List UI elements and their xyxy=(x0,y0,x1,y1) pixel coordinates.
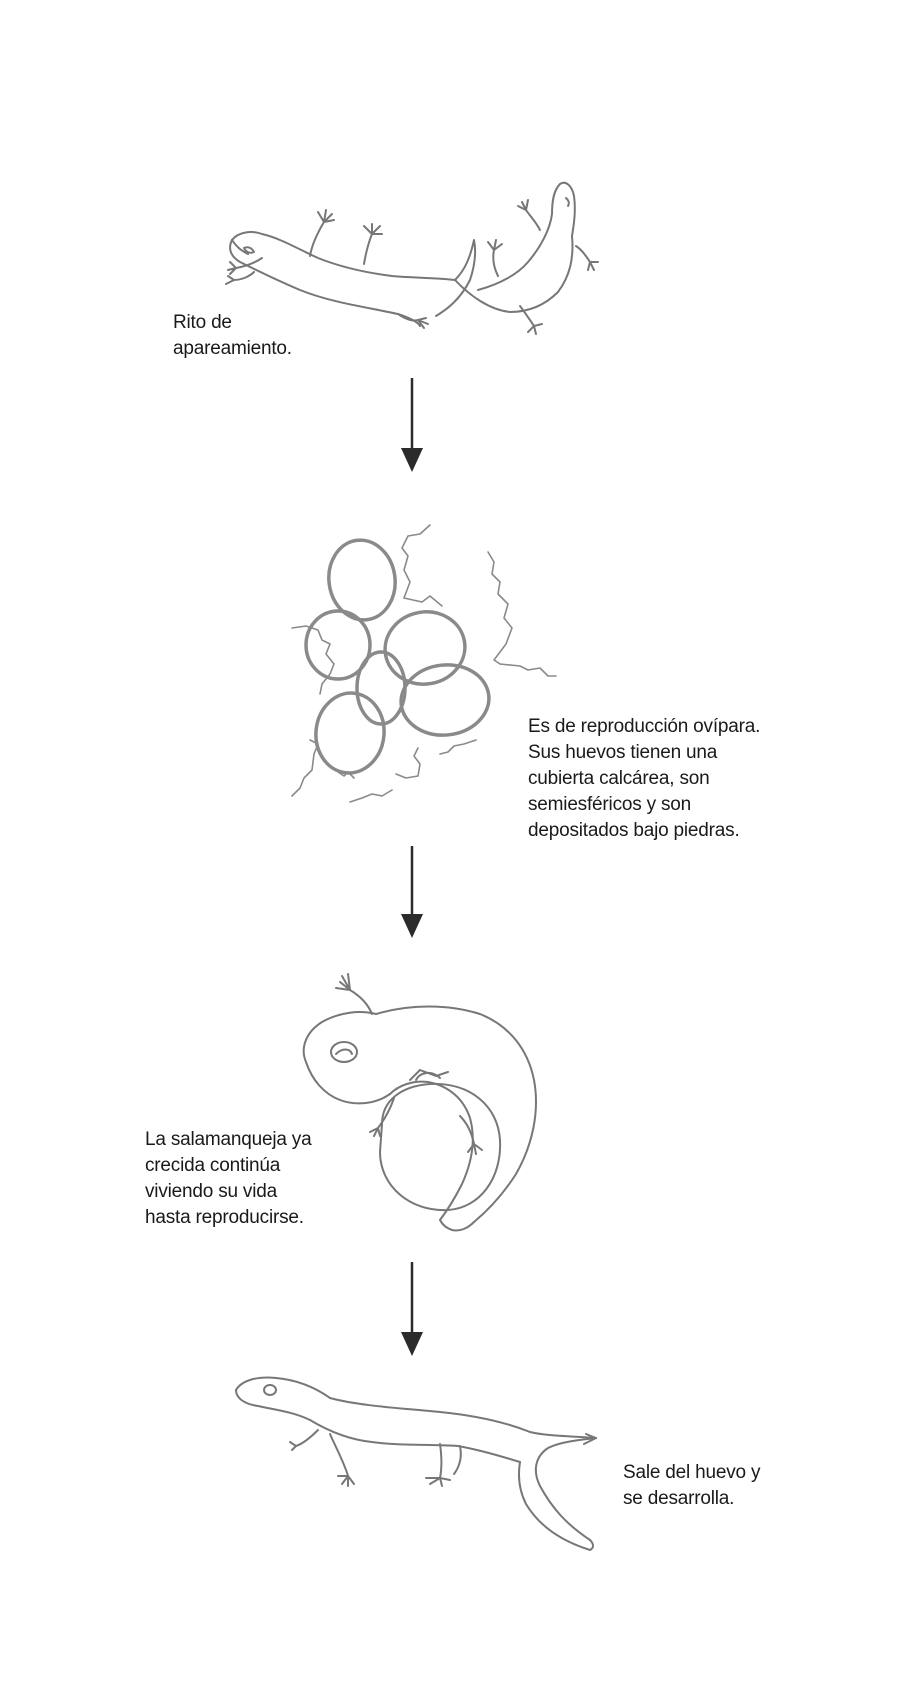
hatchling-gecko-icon xyxy=(235,1376,597,1551)
stage-mating-label: Rito de apareamiento. xyxy=(173,312,292,359)
stage-eggs-label: Es de reproducción ovípara. Sus huevos t… xyxy=(528,716,761,841)
stage-hatchling-label: Sale del huevo y se desarrolla. xyxy=(623,1462,761,1509)
stage-adult-label: La salamanqueja ya crecida continúa vivi… xyxy=(145,1129,312,1228)
mating-geckos-icon xyxy=(225,181,599,335)
eggs-icon xyxy=(291,524,557,803)
arrow-3-icon xyxy=(401,1262,423,1356)
arrow-1-icon xyxy=(401,378,423,472)
arrow-2-icon xyxy=(401,846,423,938)
gecko-on-egg-icon xyxy=(302,973,537,1232)
